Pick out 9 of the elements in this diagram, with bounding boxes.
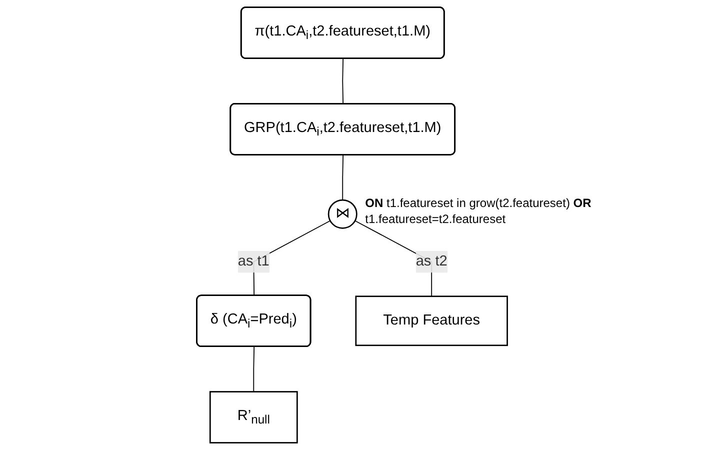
edge-label: as t1 [238, 254, 270, 270]
connector [254, 346, 256, 392]
node-box: Temp Features [356, 296, 508, 346]
node-box: R’$_{null}$ [210, 391, 298, 444]
edge-label: as t2 [416, 254, 448, 270]
connector [342, 154, 344, 200]
connector [342, 58, 344, 105]
node-circle: ⋈ [328, 199, 358, 229]
join-condition: ON t1.featureset in grow(t2.featureset) OR t1.featureset=t2.featureset [365, 196, 592, 228]
